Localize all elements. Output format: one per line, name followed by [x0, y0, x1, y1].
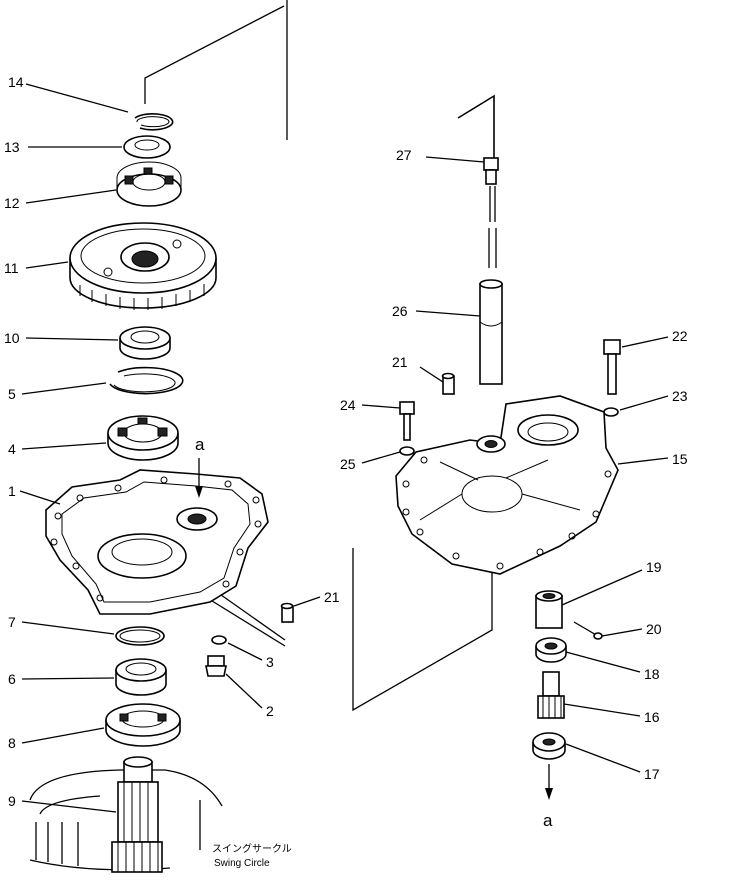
label-15: 15	[672, 451, 688, 467]
label-10: 10	[4, 330, 20, 346]
snap-ring-14	[134, 112, 174, 131]
swing-circle-caption-jp: スイングサークル	[212, 842, 292, 855]
bolt-22	[603, 339, 621, 395]
label-18: 18	[644, 666, 660, 682]
pinion-shaft-9	[111, 756, 163, 873]
label-13: 13	[4, 139, 20, 155]
dowel-pin-21-right	[441, 372, 455, 395]
bushing-6	[115, 658, 167, 696]
label-9: 9	[8, 793, 16, 809]
bearing-8	[105, 703, 181, 747]
bolt-24	[399, 401, 415, 441]
washer-25	[399, 446, 415, 456]
label-27: 27	[396, 147, 412, 163]
housing-1	[45, 469, 269, 615]
bearing-4	[107, 415, 179, 461]
arrow-a-top	[195, 458, 203, 498]
label-3: 3	[266, 654, 274, 670]
label-11: 11	[4, 260, 19, 276]
bushing-13	[123, 135, 171, 159]
dowel-pin-21-left	[280, 602, 294, 623]
label-21-right: 21	[392, 354, 408, 370]
label-2: 2	[266, 703, 274, 719]
ref-letter-a-top: a	[195, 435, 205, 454]
label-8: 8	[8, 735, 16, 751]
gear-11	[69, 222, 217, 310]
label-26: 26	[392, 303, 408, 319]
ring-5	[109, 366, 184, 395]
arrow-a-bottom	[545, 764, 553, 800]
bearing-17	[532, 732, 566, 760]
tube-26	[479, 279, 503, 385]
label-1: 1	[8, 483, 16, 499]
label-24: 24	[340, 397, 356, 413]
label-6: 6	[8, 671, 16, 687]
label-20: 20	[646, 621, 662, 637]
pin-20	[573, 621, 603, 640]
sleeve-19	[535, 590, 563, 629]
swing-circle	[29, 769, 223, 871]
o-ring-7	[115, 626, 165, 646]
label-25: 25	[340, 456, 356, 472]
bearing-12	[116, 161, 182, 207]
label-14: 14	[8, 74, 24, 90]
label-21-left: 21	[324, 589, 340, 605]
leader-lines	[19, 83, 669, 813]
label-19: 19	[646, 559, 662, 575]
assembly-guide-lines	[144, 0, 493, 712]
dipstick-27	[457, 94, 499, 268]
label-7: 7	[8, 614, 16, 630]
ref-letter-a-bottom: a	[543, 811, 553, 830]
label-12: 12	[4, 195, 20, 211]
cover-15	[395, 395, 619, 575]
bearing-18	[535, 637, 567, 663]
label-22: 22	[672, 328, 688, 344]
plug-2	[205, 655, 227, 677]
bushing-10	[119, 326, 171, 360]
washer-23	[603, 407, 619, 417]
part-number-labels: 14 13 12 11 10 5 4 1 7 6 8 9 2 3 21 27 2…	[4, 74, 688, 809]
label-17: 17	[644, 766, 660, 782]
label-23: 23	[672, 388, 688, 404]
label-5: 5	[8, 386, 16, 402]
label-16: 16	[644, 709, 660, 725]
shaft-16	[537, 671, 565, 719]
label-4: 4	[8, 441, 16, 457]
swing-circle-caption-en: Swing Circle	[214, 858, 270, 869]
washer-3	[211, 635, 227, 645]
